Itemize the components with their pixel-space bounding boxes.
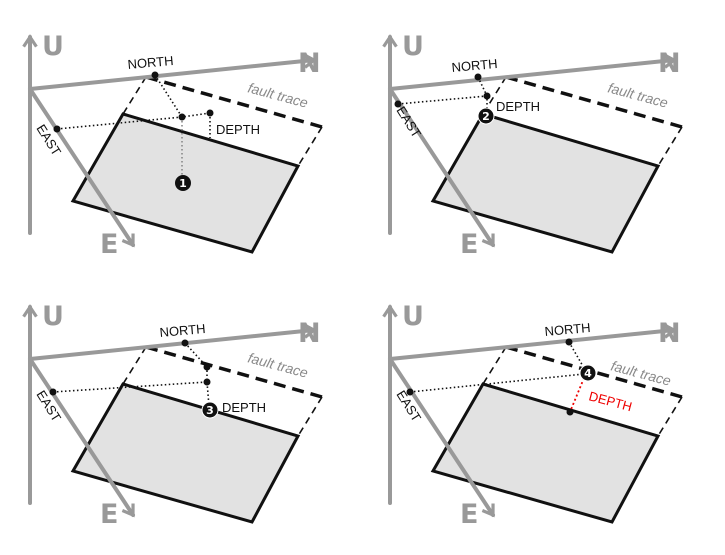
axis-label-up: U (42, 301, 64, 332)
step-marker (477, 107, 495, 125)
fault-trace-label: fault trace (606, 79, 670, 110)
svg-text:4: 4 (584, 367, 592, 380)
north-label: NORTH (544, 320, 591, 339)
step-marker (579, 364, 597, 382)
depth-label: DEPTH (587, 388, 633, 414)
axis-label-east: E (460, 499, 478, 530)
axis-label-east: E (100, 499, 118, 530)
panel-3: U N E fault trace NORTH EAST DEPTH 3 (30, 301, 322, 530)
axis-label-east: E (460, 229, 478, 260)
fault-trace-label: fault trace (246, 349, 310, 380)
panel-2: U N E fault trace NORTH EAST DEPTH 2 (390, 31, 682, 260)
axes-and-fault-plane (30, 37, 322, 252)
panel-1: U N E fault trace NORTH EAST DEPTH 1 (30, 31, 322, 260)
axis-label-up: U (402, 31, 424, 62)
axis-label-up: U (402, 301, 424, 332)
east-label: EAST (393, 104, 424, 141)
axis-label-east: E (100, 229, 118, 260)
svg-text:2: 2 (482, 110, 490, 123)
axis-label-north: N (298, 318, 321, 349)
axes-and-fault-plane (30, 307, 322, 522)
step-marker (201, 401, 219, 419)
axes-and-fault-plane (390, 307, 682, 522)
north-label: NORTH (127, 53, 174, 72)
panel-4: U N E fault trace NORTH EAST DEPTH 4 (390, 301, 682, 530)
north-label: NORTH (159, 321, 206, 340)
axes-and-fault-plane (390, 37, 682, 252)
north-label: NORTH (451, 56, 498, 75)
depth-label: DEPTH (216, 122, 260, 137)
axis-label-north: N (658, 318, 681, 349)
axis-label-north: N (658, 48, 681, 79)
svg-text:3: 3 (206, 404, 214, 417)
depth-label: DEPTH (496, 99, 540, 114)
axis-label-up: U (42, 31, 64, 62)
step-marker (175, 175, 191, 191)
depth-label: DEPTH (222, 400, 266, 415)
axis-label-north: N (298, 48, 321, 79)
fault-trace-label: fault trace (246, 79, 310, 110)
svg-text:1: 1 (179, 177, 187, 190)
